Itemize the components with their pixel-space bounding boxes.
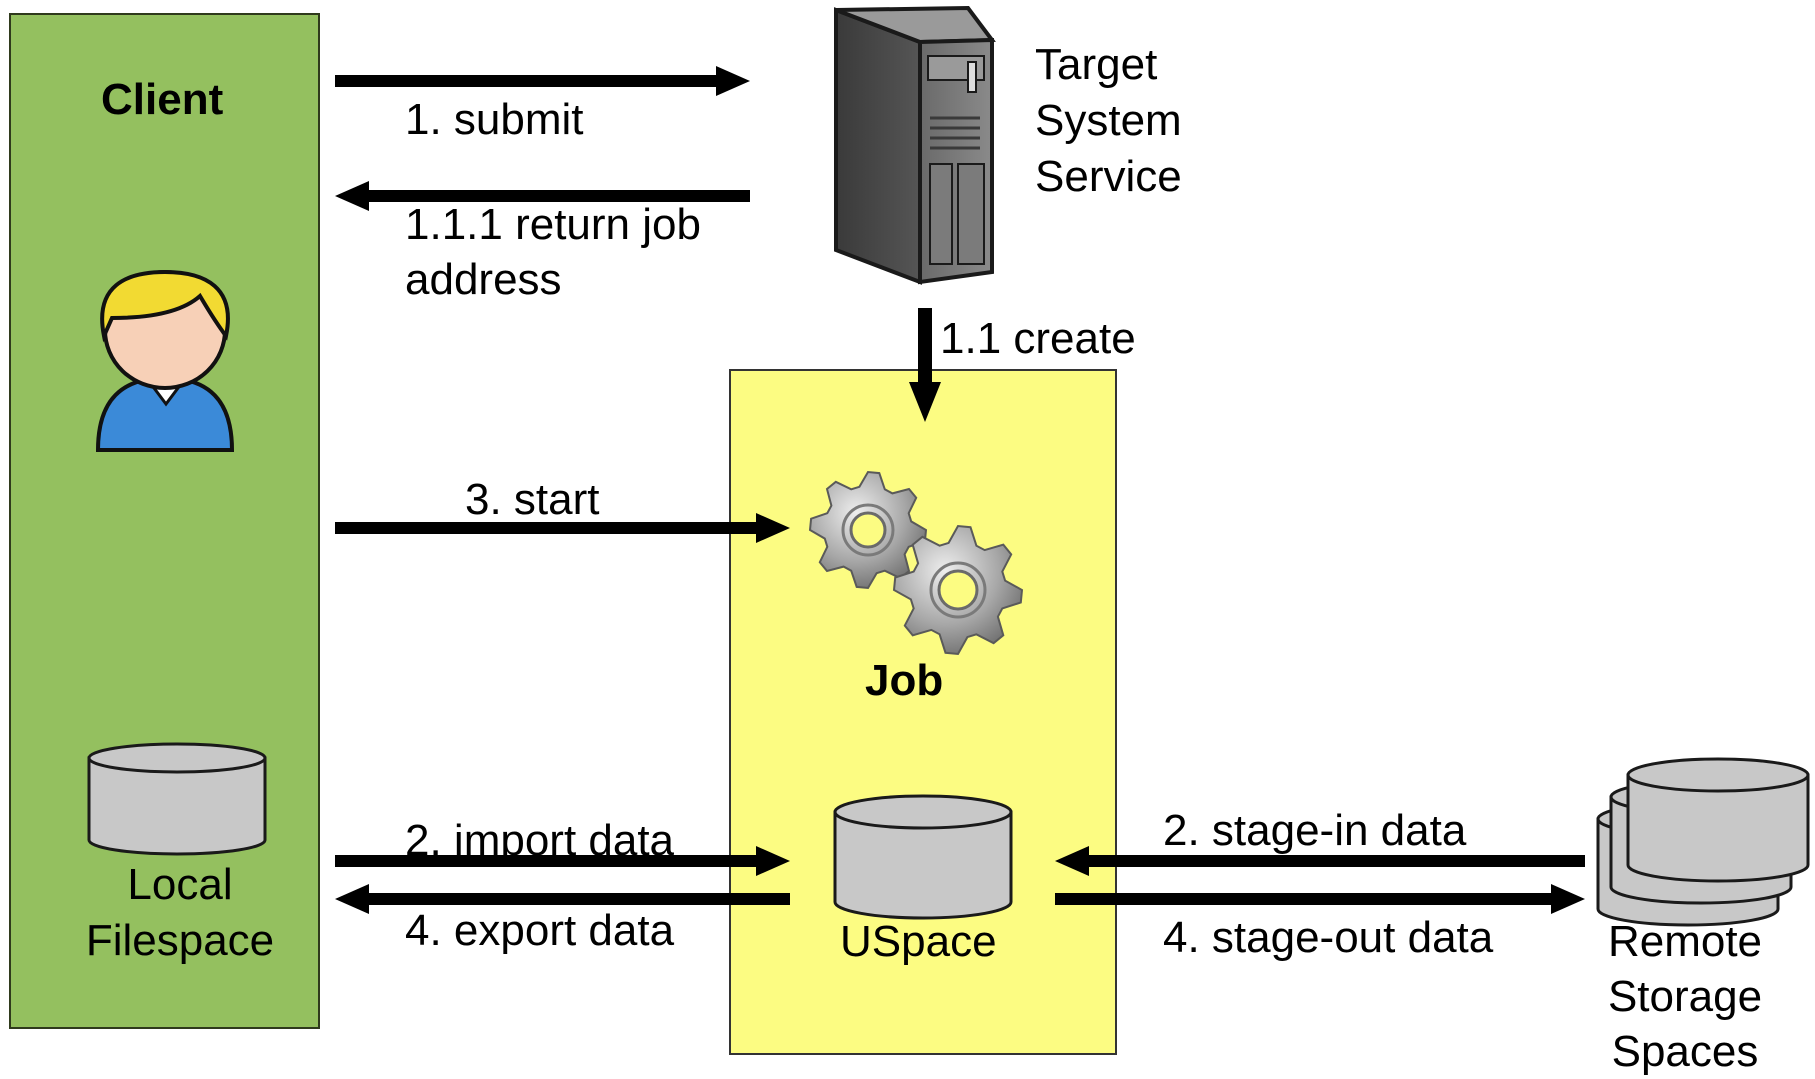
server-tower-icon: [834, 5, 996, 285]
job-title: Job: [865, 656, 944, 705]
arrow-layer: [335, 66, 1585, 914]
start-arrow: [335, 513, 790, 543]
submit-arrow: [335, 66, 750, 96]
remote-storage-label: Remote Storage Spaces: [1607, 917, 1763, 1076]
arrow-label-import-data: 2. import data: [405, 816, 675, 865]
disk-layer: [87, 742, 1810, 927]
return-job-arrow: [335, 181, 750, 211]
user-person-icon: [95, 269, 235, 452]
local-disk-icon: [87, 742, 267, 856]
gears-icon: [808, 470, 1024, 656]
job-panel: [729, 369, 1117, 1055]
arrow-label-create: 1.1 create: [940, 314, 1136, 363]
export-data-arrow: [335, 884, 790, 914]
uspace-label: USpace: [840, 917, 997, 966]
arrow-label-submit: 1. submit: [405, 95, 584, 144]
stage-out-arrow: [1055, 884, 1585, 914]
local-filespace-label: Local Filespace: [85, 860, 275, 965]
arrow-label-return-job: 1.1.1 return job address: [405, 200, 701, 304]
arrow-label-stage-out: 4. stage-out data: [1163, 913, 1494, 962]
stage-in-arrow: [1055, 846, 1585, 876]
target-system-label: Target System Service: [1035, 40, 1182, 201]
arrow-label-stage-in: 2. stage-in data: [1163, 806, 1467, 855]
create-arrow: [909, 308, 941, 422]
remote-stacked-disks-icon: [1596, 757, 1810, 927]
client-panel: [9, 13, 320, 1029]
arrow-label-export-data: 4. export data: [405, 906, 675, 955]
arrow-label-start: 3. start: [465, 475, 600, 524]
import-data-arrow: [335, 846, 790, 876]
client-title: Client: [101, 75, 224, 124]
uspace-disk-icon: [833, 794, 1013, 920]
